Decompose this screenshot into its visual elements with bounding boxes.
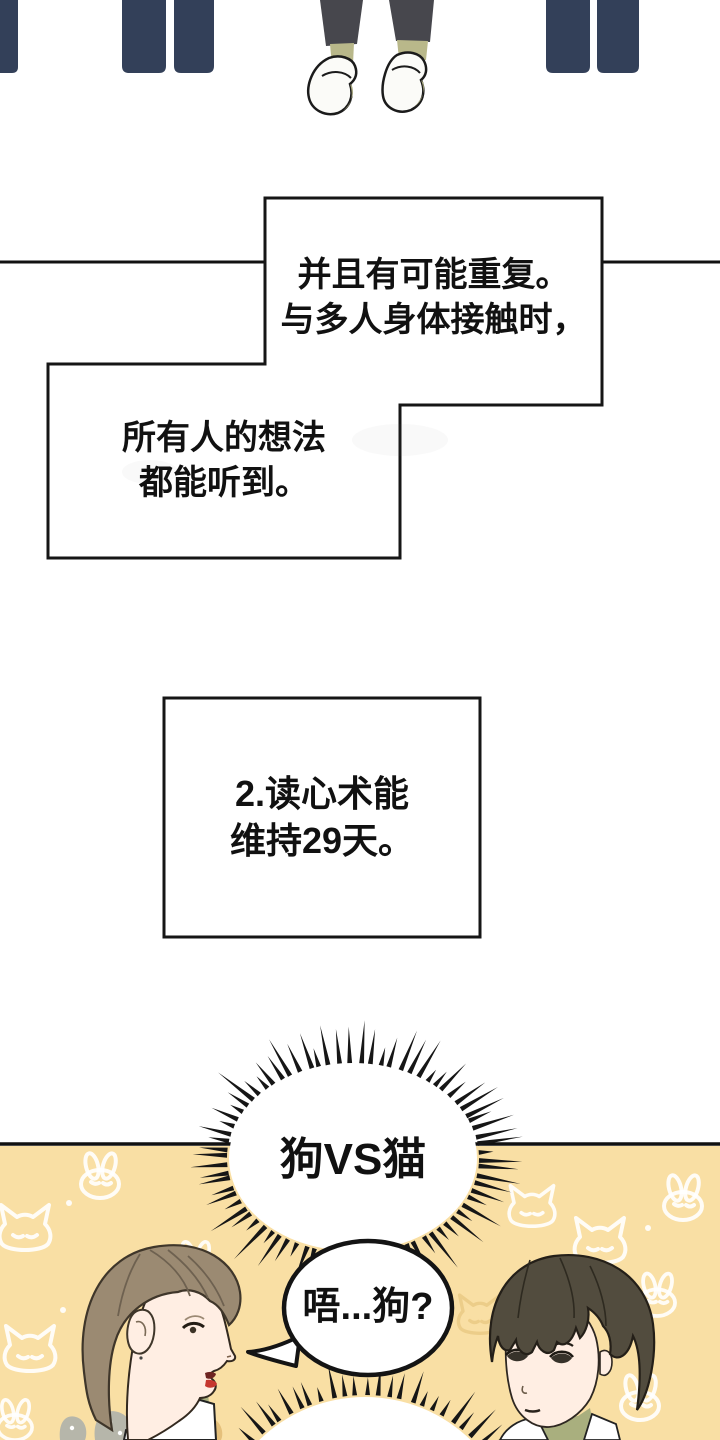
trouser-leg: [122, 0, 166, 73]
top-figure: [0, 0, 639, 116]
mouth: [205, 1371, 216, 1379]
trouser-leg: [597, 0, 639, 73]
shirt: [583, 1412, 621, 1440]
burst-spikes: [190, 1020, 523, 1290]
shoe-left: [307, 55, 358, 116]
burst-bubble-dog-vs-cat: [190, 1020, 523, 1290]
hair: [488, 1254, 656, 1411]
eye: [189, 1326, 197, 1334]
eye-lash: [181, 1321, 205, 1330]
character-right: [488, 1254, 656, 1440]
burst-spikes: [212, 1364, 503, 1440]
character-left: [81, 1244, 242, 1440]
hair: [81, 1244, 242, 1433]
trouser-leg: [546, 0, 590, 73]
floating-leg-left: [320, 0, 363, 46]
narration-box-outline: [46, 196, 604, 560]
speech-bubble-answer: [246, 1238, 455, 1378]
eye: [551, 1353, 572, 1364]
hair-strands: [517, 1257, 607, 1327]
answer-bubble-text: 唔...狗?: [302, 1286, 434, 1329]
trouser-leg: [0, 0, 18, 73]
lower-lip: [205, 1379, 217, 1388]
narration-box3-outline: [162, 696, 482, 939]
narration-text-repeat: 并且有可能重复。 与多人身体接触时，: [280, 256, 587, 339]
floating-leg-right: [389, 0, 434, 42]
mouth: [524, 1408, 541, 1413]
ear: [126, 1308, 156, 1355]
ear: [599, 1349, 613, 1377]
burst-bubble-bottom: [212, 1364, 503, 1440]
hair-strands: [117, 1249, 225, 1317]
shoe-right: [381, 51, 428, 113]
bubble-tail: [246, 1334, 302, 1368]
burst-bubble-text: 狗VS猫: [279, 1134, 427, 1184]
narration-text-everyone: 所有人的想法 都能听到。: [122, 419, 326, 502]
nose: [521, 1385, 528, 1394]
narration-text-rule2: 2.读心术能 维持29天。: [229, 773, 415, 861]
trouser-leg: [174, 0, 214, 73]
earring: [139, 1356, 143, 1360]
